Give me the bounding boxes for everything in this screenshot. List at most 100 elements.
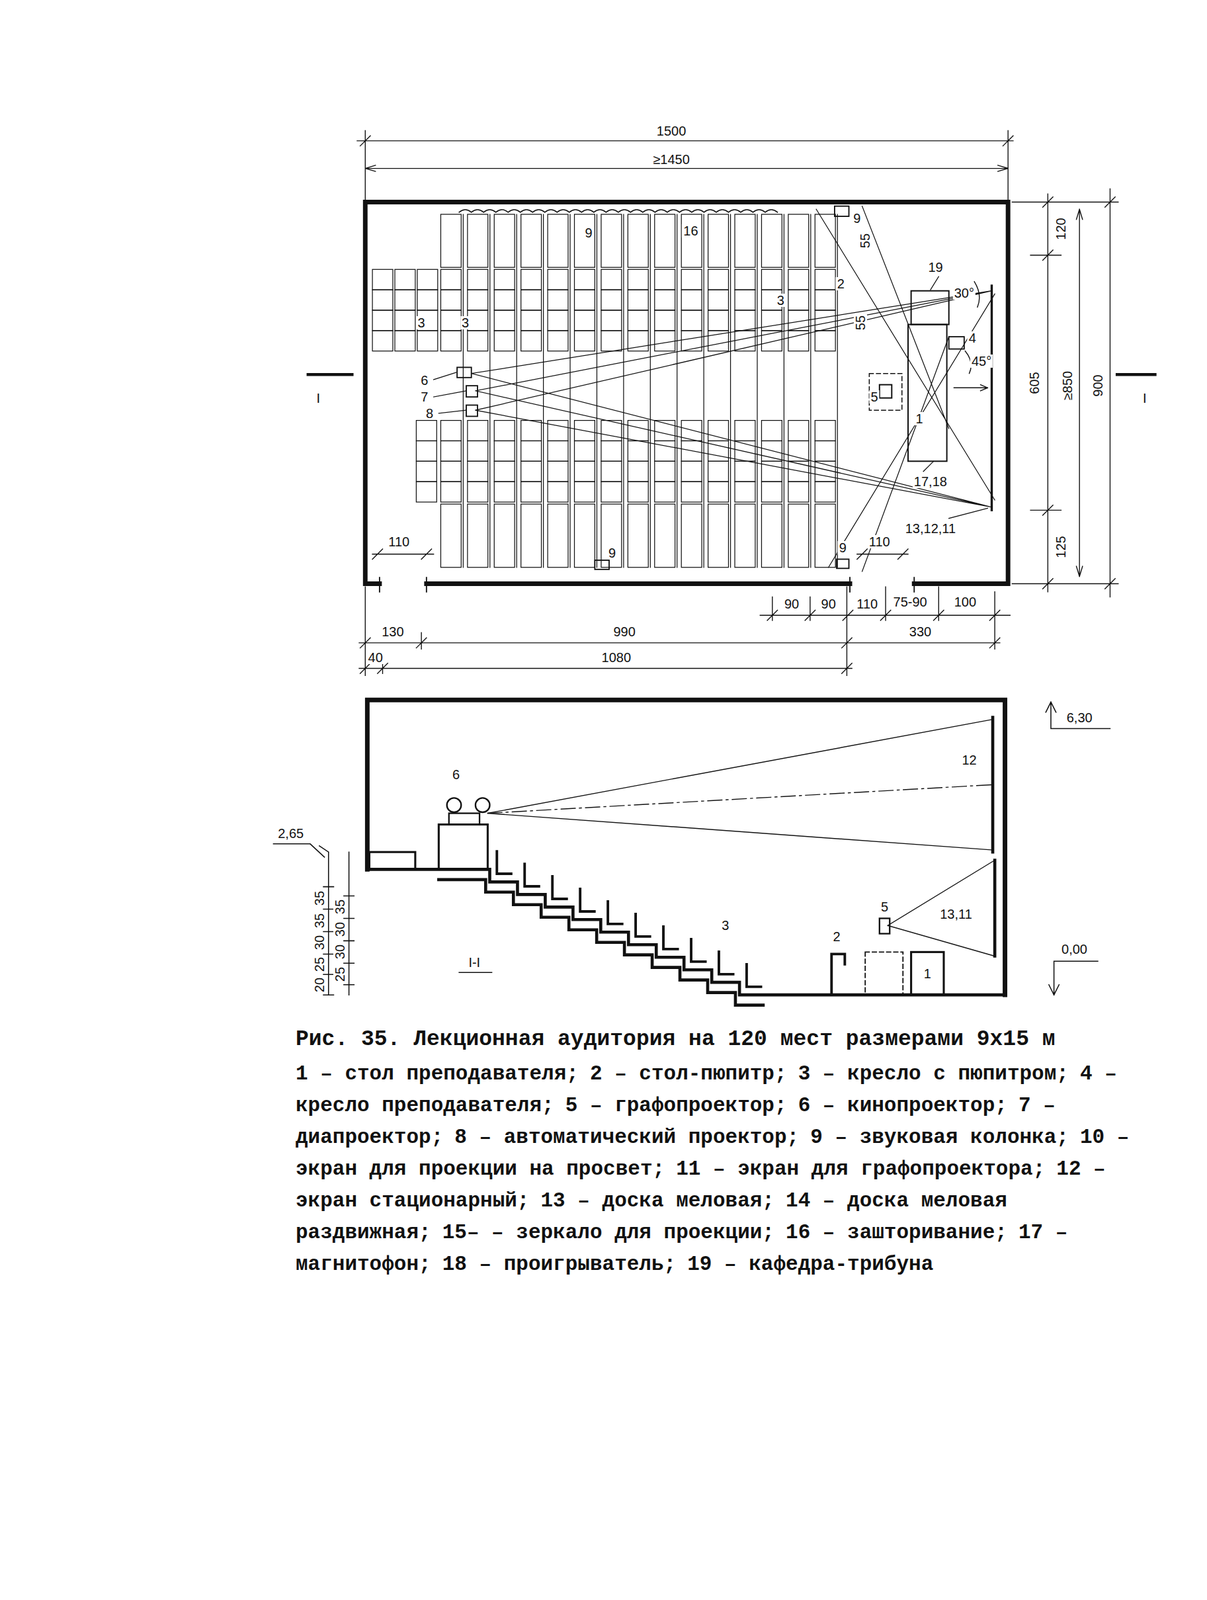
seat: [372, 269, 393, 290]
seat: [417, 269, 438, 290]
dimension-vertical: 30: [333, 920, 347, 938]
callout-number: 90: [820, 597, 838, 611]
callout-number: 7: [419, 390, 430, 404]
seat: [654, 269, 676, 290]
desk-line: [810, 214, 811, 568]
seat: [467, 460, 489, 482]
seat: [681, 269, 702, 290]
overhead-projector: [879, 384, 893, 399]
seat: [467, 440, 489, 461]
callout-number: 2: [835, 277, 846, 291]
seat: [601, 330, 622, 352]
seat: [521, 269, 542, 290]
speaker: [594, 560, 610, 570]
seat-row: [654, 503, 676, 568]
seat: [440, 440, 461, 461]
curtain: [458, 209, 778, 213]
seat-row: [627, 214, 649, 268]
dimension-lines: [357, 130, 1119, 676]
seat: [547, 289, 569, 311]
seat: [417, 330, 438, 352]
seat: [494, 269, 515, 290]
projection-axis: [487, 784, 993, 813]
floor-slab: [438, 879, 764, 1006]
desk-line: [783, 214, 785, 568]
callout-number: 5: [869, 390, 880, 404]
seat-row: [467, 214, 489, 268]
seat: [394, 310, 416, 331]
seat: [467, 420, 489, 442]
seat: [494, 460, 515, 482]
seat: [467, 481, 489, 502]
seat: [761, 269, 782, 290]
seat: [761, 420, 782, 442]
seat: [681, 481, 702, 502]
dimension-vertical: 35: [312, 911, 327, 929]
seat: [681, 289, 702, 311]
seat: [547, 269, 569, 290]
callout-number: 1: [922, 966, 933, 981]
sight-lines: [471, 206, 995, 572]
callout-number: 110: [855, 597, 879, 611]
seat: [627, 481, 649, 502]
seat: [708, 460, 729, 482]
film-projector: [457, 367, 472, 377]
seat: [601, 420, 622, 442]
legend-item: 9 – звуковая колонка;: [810, 1125, 1069, 1149]
seat: [734, 420, 756, 442]
seat: [574, 440, 596, 461]
callout-number: 1: [914, 412, 924, 426]
seat: [521, 310, 542, 331]
seat: [416, 460, 437, 482]
seat: [734, 460, 756, 482]
seat: [654, 330, 676, 352]
callout-number: I: [315, 391, 323, 405]
seat: [467, 289, 489, 311]
seat: [467, 330, 489, 352]
seat-row: [574, 503, 596, 568]
seat: [761, 310, 782, 331]
seat: [814, 289, 836, 311]
dimension-vertical: 25: [312, 955, 327, 973]
seat: [627, 460, 649, 482]
slide-projector: [466, 385, 478, 397]
seat-row: [708, 503, 729, 568]
projector-reel: [475, 797, 491, 813]
screen-line: [990, 285, 993, 510]
seat: [440, 310, 461, 331]
legend-item: 1 – стол преподавателя;: [295, 1062, 579, 1086]
desk-line: [676, 214, 678, 568]
teacher-table: [911, 951, 944, 995]
seat: [574, 269, 596, 290]
seat: [547, 481, 569, 502]
dimension-vertical: 120: [1054, 216, 1068, 241]
plan-walls: [365, 201, 1008, 584]
callout-number: I-I: [466, 955, 482, 969]
seat: [601, 269, 622, 290]
legend-text: 1 – стол преподавателя;2 – стол-пюпитр;3…: [295, 1058, 1156, 1281]
seat-row: [627, 503, 649, 568]
projector-stand: [438, 824, 488, 870]
legend-item: 16 – зашторивание;: [785, 1220, 1008, 1245]
legend-item: 18 – проигрыватель;: [442, 1252, 676, 1276]
seat: [654, 460, 676, 482]
seat-row: [574, 214, 596, 268]
callout-number: 1500: [655, 124, 688, 138]
seat: [547, 420, 569, 442]
seat: [734, 269, 756, 290]
seat: [440, 289, 461, 311]
seat-row: [814, 214, 836, 268]
seat: [440, 330, 461, 352]
callout-number: 6,30: [1065, 710, 1094, 725]
seat-profile: [496, 851, 761, 987]
dimension-vertical: 55: [858, 232, 872, 250]
dimension-vertical: 605: [1027, 370, 1041, 395]
callout-number: 4: [967, 331, 978, 345]
seat: [654, 289, 676, 311]
seat-row: [467, 503, 489, 568]
auto-projector: [466, 404, 478, 417]
seat: [521, 330, 542, 352]
callout-number: 45°: [970, 354, 993, 368]
legend-item: 5 – графопроектор;: [565, 1093, 788, 1118]
seat: [574, 460, 596, 482]
